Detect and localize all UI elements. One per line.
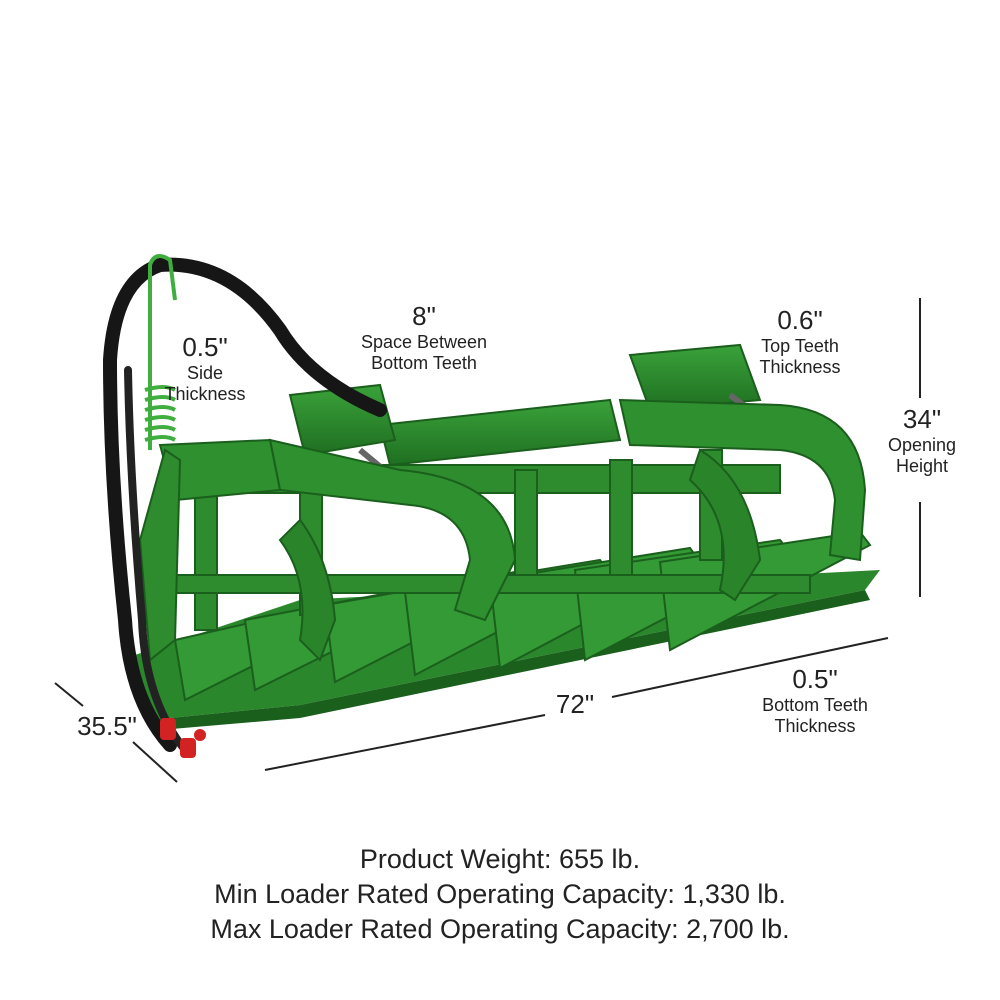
depth-line-top	[54, 682, 84, 707]
top-teeth-label: 0.6" Top Teeth Thickness	[740, 305, 860, 377]
bottom-spacing-caption-2: Bottom Teeth	[371, 352, 477, 373]
side-thickness-caption-1: Side	[186, 362, 224, 383]
opening-height-line-top	[919, 298, 921, 398]
width-value: 72"	[555, 689, 595, 719]
bottom-spacing-label: 8" Space Between Bottom Teeth	[340, 301, 508, 373]
spring-holder	[144, 254, 177, 450]
max-capacity-text: Max Loader Rated Operating Capacity: 2,7…	[210, 914, 790, 944]
bottom-spacing-value: 8"	[412, 301, 436, 331]
bottom-teeth-caption-2: Thickness	[774, 715, 856, 736]
top-teeth-caption-2: Thickness	[759, 356, 841, 377]
opening-height-caption-2: Height	[895, 455, 949, 476]
bottom-teeth-value: 0.5"	[792, 664, 838, 694]
product-weight-text: Product Weight: 655 lb.	[359, 844, 641, 874]
opening-height-line-bottom	[919, 502, 921, 597]
opening-height-caption-1: Opening	[887, 434, 957, 455]
left-side-plate	[138, 448, 182, 662]
opening-height-label: 34" Opening Height	[872, 404, 972, 476]
width-line-right	[611, 637, 889, 698]
bottom-spacing-caption-1: Space Between	[360, 331, 488, 352]
product-specs: Product Weight: 655 lb. Min Loader Rated…	[0, 842, 1000, 947]
side-thickness-label: 0.5" Side Thickness	[150, 332, 260, 404]
depth-label: 35.5"	[62, 711, 152, 742]
top-beam	[288, 343, 762, 467]
width-line-left	[264, 714, 546, 771]
depth-line-bottom	[132, 741, 178, 783]
min-capacity-text: Min Loader Rated Operating Capacity: 1,3…	[214, 879, 786, 909]
top-teeth-value: 0.6"	[777, 305, 823, 335]
bottom-teeth-label: 0.5" Bottom Teeth Thickness	[745, 664, 885, 736]
width-label: 72"	[540, 689, 610, 720]
opening-height-value: 34"	[902, 404, 942, 434]
side-thickness-value: 0.5"	[182, 332, 228, 362]
left-grapple-arm	[268, 438, 517, 622]
hydraulic-hose	[102, 257, 387, 752]
bottom-teeth-caption-1: Bottom Teeth	[762, 694, 868, 715]
hose-couplers	[160, 718, 206, 758]
depth-value: 35.5"	[77, 711, 137, 741]
top-teeth-caption-1: Top Teeth	[761, 335, 839, 356]
right-grapple-arm	[618, 398, 867, 562]
side-thickness-caption-2: Thickness	[164, 383, 246, 404]
